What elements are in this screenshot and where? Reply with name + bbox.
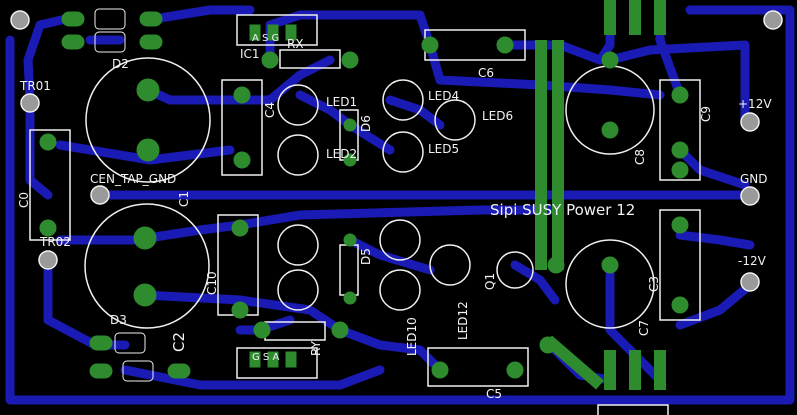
copper-fills bbox=[535, 0, 666, 390]
refdes-c3: C3 bbox=[647, 275, 661, 292]
ic2-pin-labels: G S A bbox=[252, 352, 280, 363]
refdes-c5: C5 bbox=[486, 387, 503, 401]
refdes-d3: D3 bbox=[110, 313, 127, 327]
refdes-c7: C7 bbox=[637, 319, 651, 336]
refdes-c8: C8 bbox=[633, 148, 647, 165]
refdes-c0: C0 bbox=[17, 191, 31, 208]
diode-bodies bbox=[94, 8, 154, 382]
refdes-led6: LED6 bbox=[482, 109, 514, 123]
refdes-led5: LED5 bbox=[428, 142, 460, 156]
refdes-d6: D6 bbox=[359, 115, 373, 132]
refdes-c1: C1 bbox=[177, 190, 191, 207]
component-pads bbox=[39, 11, 689, 379]
terminal-label-tr02: TR02 bbox=[40, 235, 71, 249]
refdes-led2: LED2 bbox=[326, 147, 358, 161]
terminal-pads bbox=[10, 10, 783, 292]
ic1-pin-labels: A S G bbox=[252, 33, 280, 44]
refdes-r1: RX bbox=[287, 37, 304, 51]
refdes-c10: C10 bbox=[205, 271, 219, 295]
refdes-c2: C2 bbox=[170, 331, 188, 352]
refdes-led12: LED12 bbox=[456, 301, 470, 340]
terminal-label-minus12v: -12V bbox=[738, 254, 766, 268]
refdes-d2: D2 bbox=[112, 57, 129, 71]
refdes-led4: LED4 bbox=[428, 89, 460, 103]
refdes-ic1: IC1 bbox=[240, 47, 260, 61]
refdes-d5: D5 bbox=[359, 248, 373, 265]
terminal-label-tr01: TR01 bbox=[20, 79, 51, 93]
terminal-label-plus12v: +12V bbox=[738, 97, 772, 111]
refdes-led10: LED10 bbox=[405, 317, 419, 356]
refdes-c6: C6 bbox=[478, 66, 495, 80]
terminal-label-cen-tap-gnd: CEN_TAP_GND bbox=[90, 172, 177, 186]
refdes-r2: RY bbox=[309, 341, 323, 356]
board-title: Sipi SUSY Power 12 bbox=[490, 201, 636, 219]
refdes-led1: LED1 bbox=[326, 95, 358, 109]
refdes-c9: C9 bbox=[699, 105, 713, 122]
refdes-q1: Q1 bbox=[483, 272, 497, 290]
refdes-c4: C4 bbox=[263, 101, 277, 118]
terminal-label-gnd: GND bbox=[740, 172, 768, 186]
silkscreen-outlines bbox=[29, 14, 701, 415]
